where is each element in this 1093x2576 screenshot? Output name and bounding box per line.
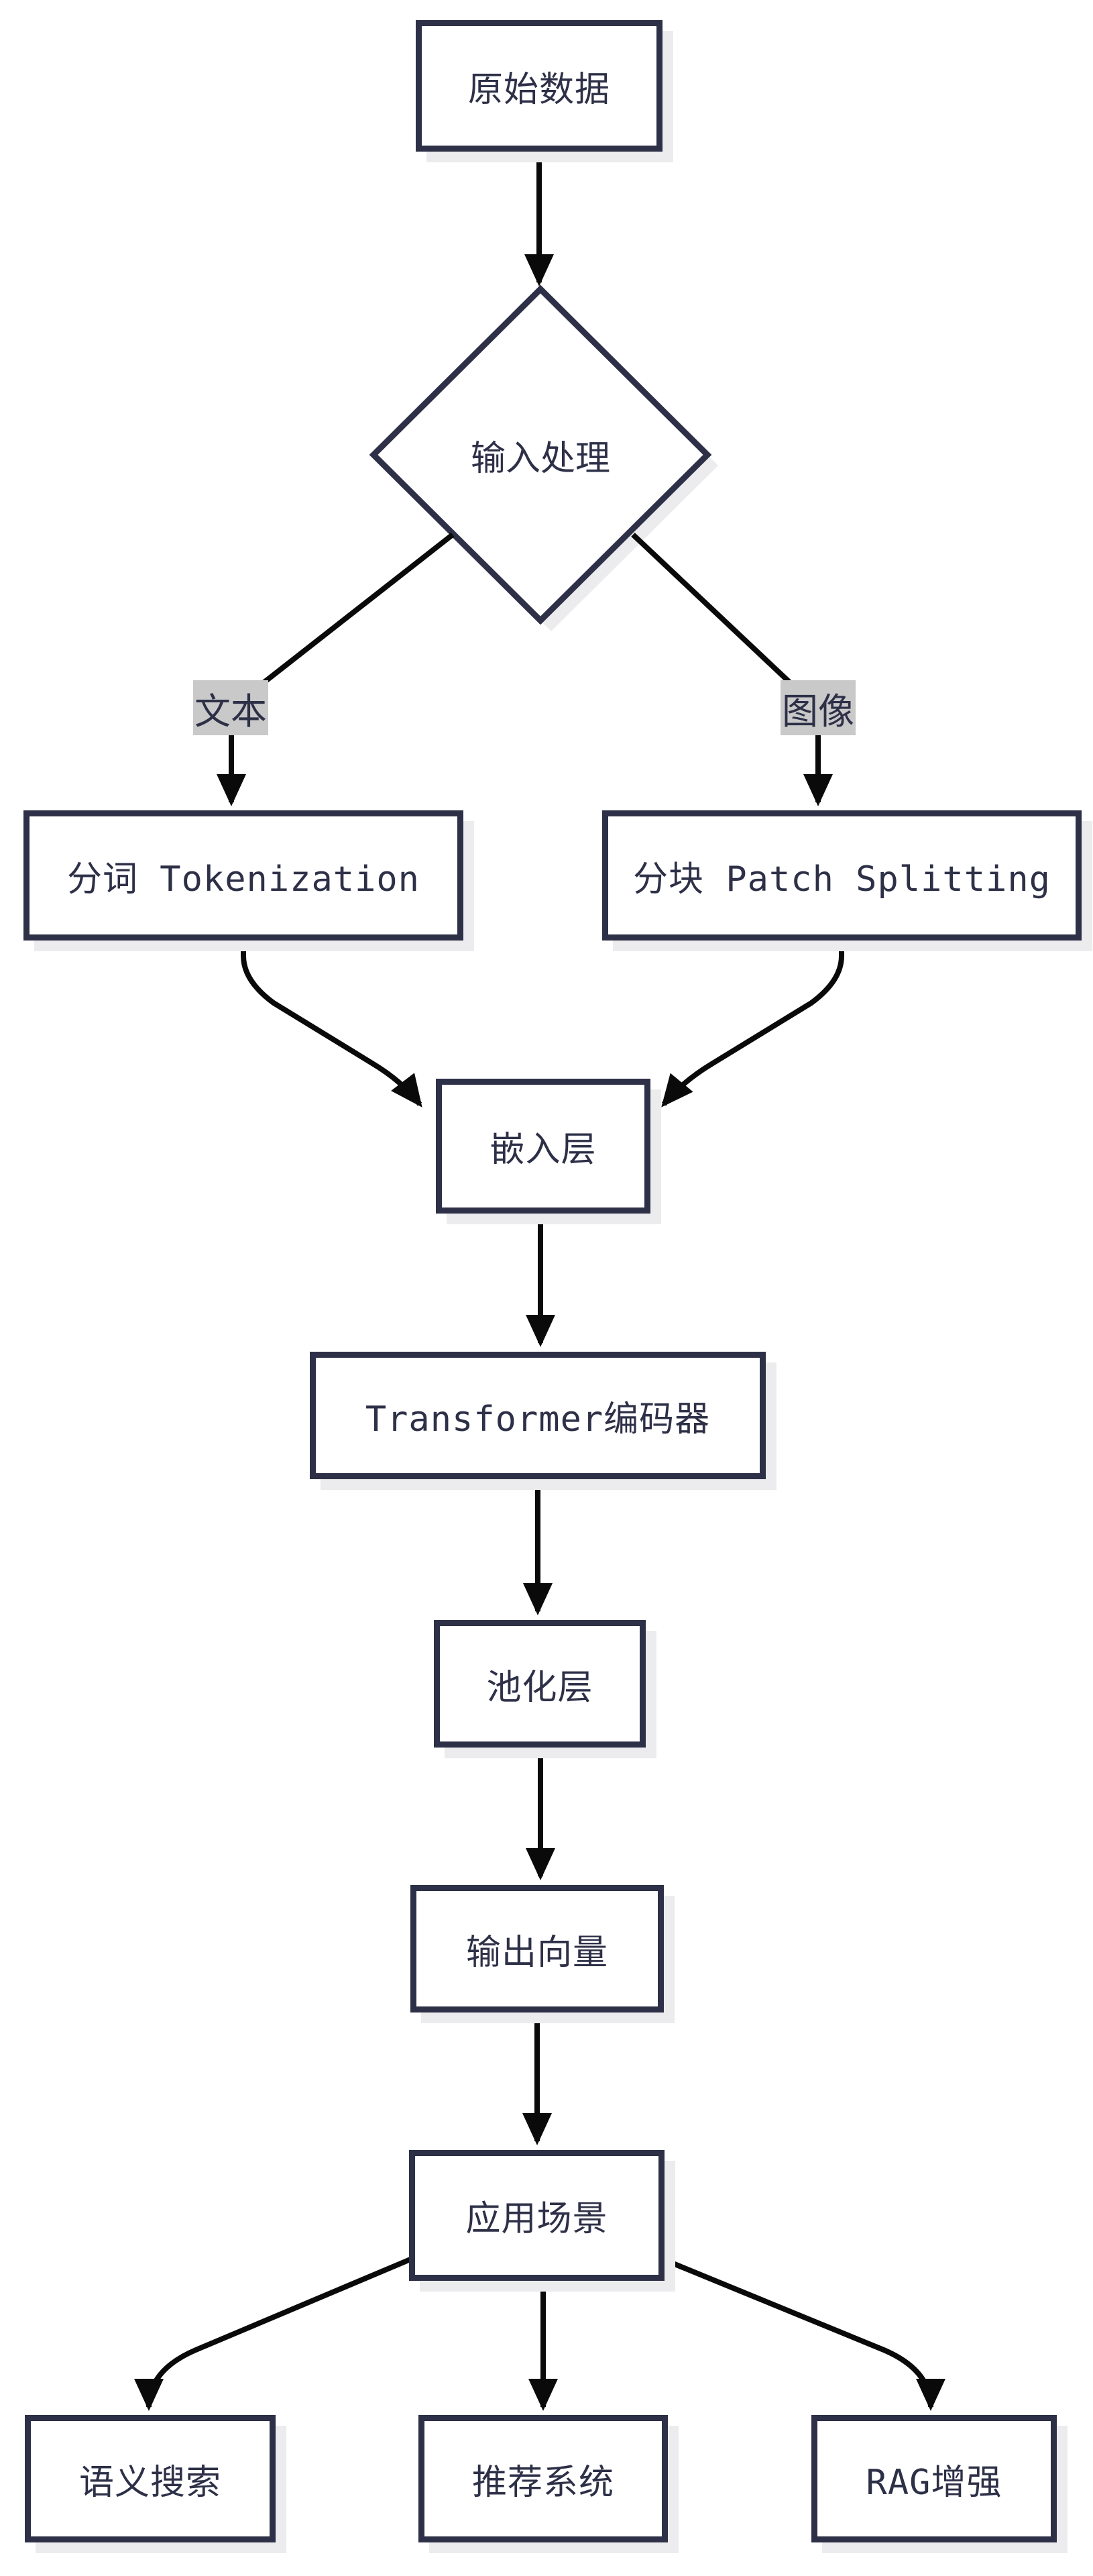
edge-label-text: 文本 bbox=[193, 680, 268, 735]
node-input-processing-label: 输入处理 bbox=[470, 438, 610, 479]
edge-label-image: 图像 bbox=[781, 680, 856, 735]
edge-input-to-text-label bbox=[256, 532, 455, 690]
node-embedding-layer: 嵌入层 bbox=[436, 1079, 650, 1214]
node-semantic-search: 语义搜索 bbox=[25, 2415, 276, 2542]
edge-applications-to-semantic bbox=[134, 2257, 412, 2411]
edge-applications-to-rag bbox=[662, 2257, 945, 2411]
node-rag-enhancement: RAG增强 bbox=[811, 2415, 1057, 2542]
input-processing-diamond bbox=[369, 284, 712, 625]
node-pooling-layer: 池化层 bbox=[434, 1620, 646, 1748]
edge-tokenization-to-embedding bbox=[241, 941, 422, 1108]
node-output-vector: 输出向量 bbox=[410, 1885, 664, 2012]
node-recommender-system: 推荐系统 bbox=[418, 2415, 668, 2542]
node-tokenization: 分词 Tokenization bbox=[23, 810, 463, 941]
edge-patch-to-embedding bbox=[661, 941, 844, 1108]
node-raw-data: 原始数据 bbox=[416, 20, 663, 152]
node-transformer-encoder: Transformer编码器 bbox=[310, 1352, 766, 1479]
node-patch-splitting: 分块 Patch Splitting bbox=[602, 810, 1082, 941]
node-application-scenarios: 应用场景 bbox=[409, 2150, 665, 2281]
edge-input-to-image-label bbox=[631, 533, 797, 689]
